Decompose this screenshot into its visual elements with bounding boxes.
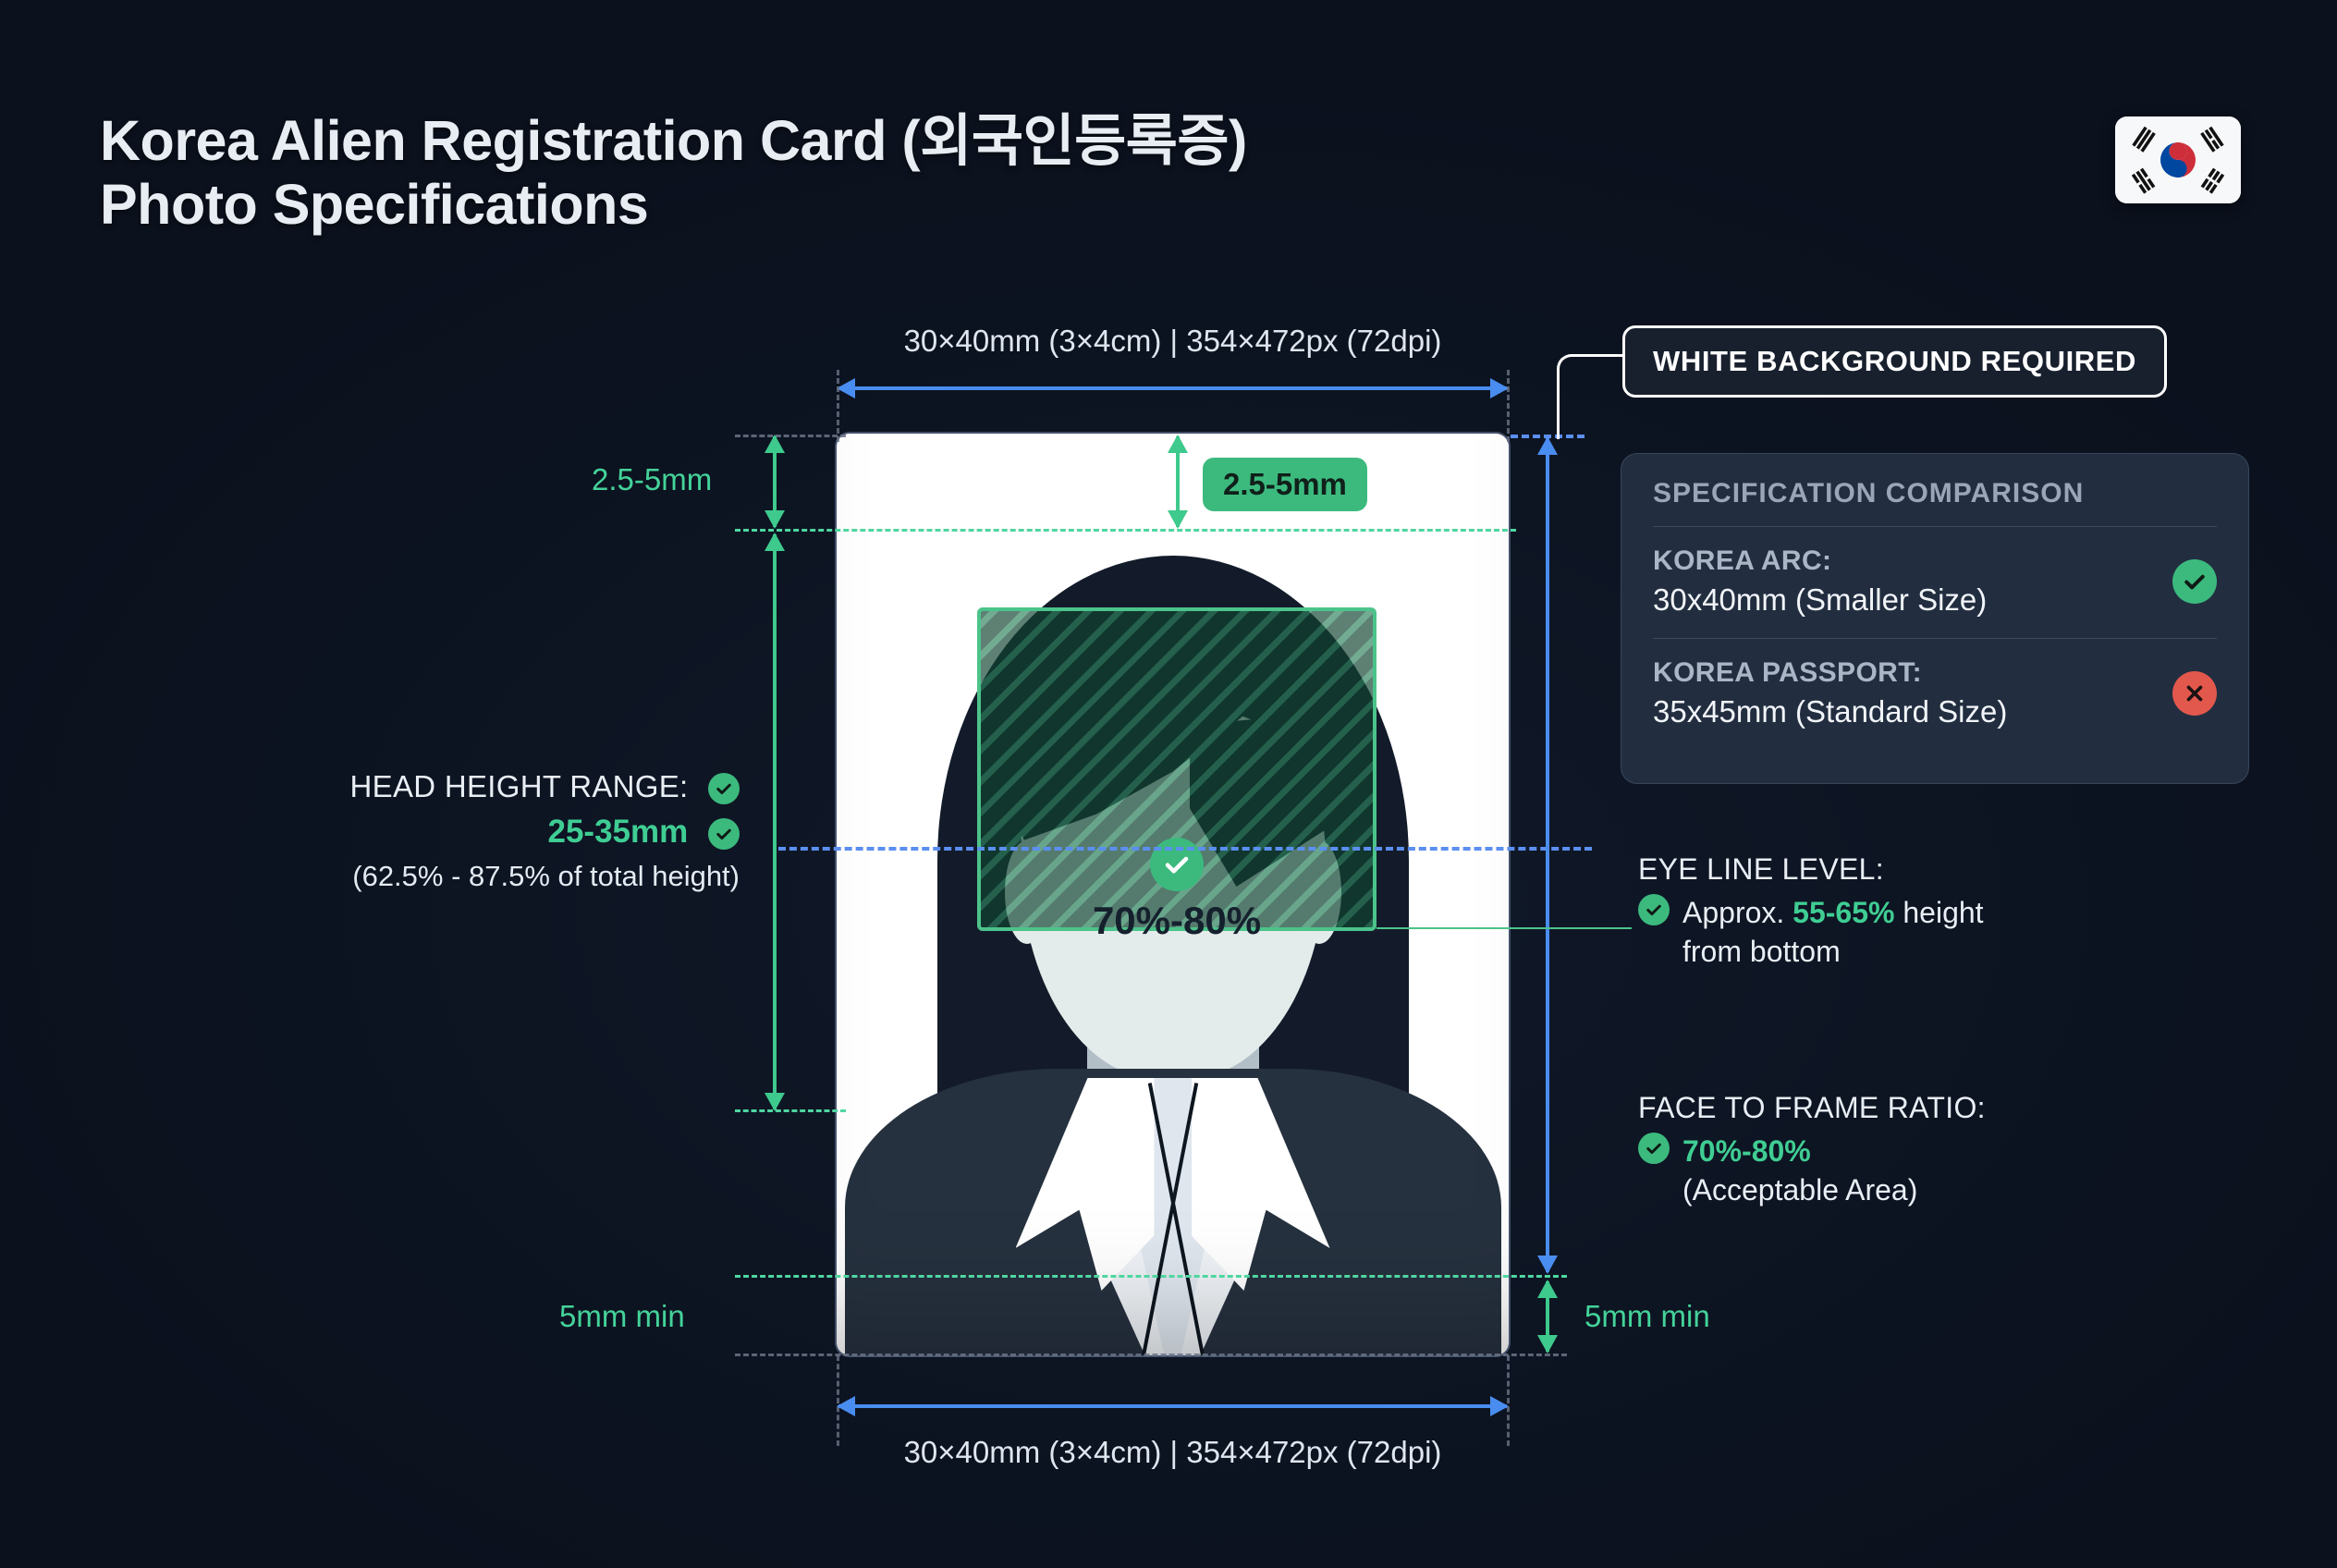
eye-line-heading: EYE LINE LEVEL: xyxy=(1638,852,1884,886)
page-title-line1: Korea Alien Registration Card (외국인등록증) xyxy=(100,109,1247,172)
face-ratio-check-icon xyxy=(1150,838,1204,891)
top-margin-arrow-inner xyxy=(1168,435,1188,529)
south-korea-flag-icon xyxy=(2115,116,2241,203)
head-top-guide xyxy=(735,529,1516,532)
head-bottom-guide xyxy=(735,1109,846,1112)
white-background-callout: WHITE BACKGROUND REQUIRED xyxy=(1622,325,2168,398)
specification-comparison-panel: SPECIFICATION COMPARISON KOREA ARC: 30x4… xyxy=(1621,453,2249,784)
bottom-margin-label-left: 5mm min xyxy=(559,1299,685,1333)
head-height-arrow xyxy=(765,533,785,1111)
photo-bottom-guide xyxy=(735,1354,1567,1356)
top-margin-arrow-left xyxy=(765,435,785,529)
spec-passport-value: 35x45mm (Standard Size) xyxy=(1653,694,2008,729)
head-height-annotation: HEAD HEIGHT RANGE: 25-35mm (62.5% - 87.5… xyxy=(166,769,740,893)
face-frame-box xyxy=(977,607,1377,931)
bottom-margin-label-right: 5mm min xyxy=(1585,1299,1710,1333)
extension-line-top-left xyxy=(837,370,839,442)
callout-connector xyxy=(1557,354,1625,439)
spec-row-passport: KOREA PASSPORT: 35x45mm (Standard Size) xyxy=(1653,639,2217,733)
spec-arc-check-icon xyxy=(2172,559,2217,604)
head-height-label: HEAD HEIGHT RANGE: xyxy=(349,769,689,803)
spec-divider-mid xyxy=(1653,638,2217,639)
head-height-value-check-icon xyxy=(708,818,740,851)
face-frame-value: 70%-80% xyxy=(1682,1134,1811,1168)
spec-arc-label: KOREA ARC: xyxy=(1653,545,1832,576)
photo-top-guide-right xyxy=(1511,435,1585,438)
face-frame-note: (Acceptable Area) xyxy=(1682,1173,1918,1207)
top-dimension-arrow xyxy=(837,378,1509,398)
eye-line-check-icon xyxy=(1638,894,1670,925)
top-frame-guide xyxy=(735,435,846,437)
top-dimension-label: 30×40mm (3×4cm) | 354×472px (72dpi) xyxy=(903,324,1442,358)
spec-row-arc: KOREA ARC: 30x40mm (Smaller Size) xyxy=(1653,527,2217,621)
head-height-check-icon xyxy=(708,773,740,805)
spec-divider-top xyxy=(1653,526,2217,527)
spec-arc-value: 30x40mm (Smaller Size) xyxy=(1653,582,1988,617)
eye-line-annotation: EYE LINE LEVEL: Approx. 55-65% height fr… xyxy=(1638,852,2073,969)
extension-line-top-right xyxy=(1507,370,1510,442)
face-frame-leader-line xyxy=(1377,927,1632,929)
eye-line-guide xyxy=(778,847,1592,851)
face-ratio-label: 70%-80% xyxy=(1092,899,1262,942)
eye-line-body-line2: from bottom xyxy=(1682,935,1841,968)
top-margin-label-left: 2.5-5mm xyxy=(592,462,713,496)
face-frame-check-icon xyxy=(1638,1133,1670,1164)
face-frame-annotation: FACE TO FRAME RATIO: 70%-80% (Acceptable… xyxy=(1638,1091,2073,1207)
page-title-line2: Photo Specifications xyxy=(100,172,649,236)
bottom-margin-guide xyxy=(735,1275,1567,1278)
face-frame-heading: FACE TO FRAME RATIO: xyxy=(1638,1091,1986,1124)
top-margin-badge: 2.5-5mm xyxy=(1203,458,1367,511)
bottom-dimension-arrow xyxy=(837,1396,1509,1416)
head-height-value: 25-35mm xyxy=(547,814,689,851)
eye-line-body-value: 55-65% xyxy=(1793,896,1895,929)
eye-line-body-suffix: height xyxy=(1894,896,1984,929)
page-title: Korea Alien Registration Card (외국인등록증) P… xyxy=(100,109,1247,237)
head-height-note: (62.5% - 87.5% of total height) xyxy=(352,860,740,893)
bottom-margin-arrow-right xyxy=(1537,1280,1558,1354)
eye-line-body-prefix: Approx. xyxy=(1682,896,1793,929)
bottom-dimension-label: 30×40mm (3×4cm) | 354×472px (72dpi) xyxy=(903,1435,1442,1469)
spec-passport-cross-icon xyxy=(2172,671,2217,716)
spec-panel-heading: SPECIFICATION COMPARISON xyxy=(1653,478,2085,508)
spec-passport-label: KOREA PASSPORT: xyxy=(1653,657,1923,688)
total-height-arrow xyxy=(1537,436,1558,1274)
